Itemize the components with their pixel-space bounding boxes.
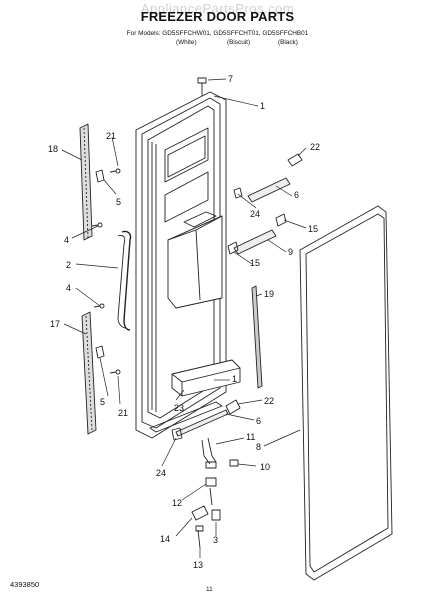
model-list: For Models: GD5SFFCHW01, GD5SFFCHT01, GD… xyxy=(126,30,309,37)
callout-6: 6 xyxy=(294,190,299,200)
page-number: 11 xyxy=(206,586,213,593)
color-variants: (White) (Biscuit) (Black) xyxy=(176,39,336,46)
dispenser-trims xyxy=(171,153,303,441)
screw-part-7 xyxy=(197,77,207,96)
callout-3: 3 xyxy=(213,535,218,545)
callout-1: 1 xyxy=(260,101,265,111)
callout-2: 2 xyxy=(66,260,71,270)
color-white: (White) xyxy=(176,39,197,46)
callout-21-lower: 21 xyxy=(118,408,128,418)
callout-24: 24 xyxy=(250,209,260,219)
document-code: 4393850 xyxy=(10,580,40,589)
bar-part-19 xyxy=(251,285,263,389)
gasket-part-8 xyxy=(299,205,393,581)
callout-14: 14 xyxy=(160,534,170,544)
callout-1-lower: 1 xyxy=(232,374,237,384)
lower-mechanism xyxy=(191,437,239,549)
leader-lines xyxy=(61,78,307,558)
trim-strip-part-18 xyxy=(79,123,93,241)
callout-5-lower: 5 xyxy=(100,397,105,407)
callout-24-lower: 24 xyxy=(156,468,166,478)
color-biscuit: (Biscuit) xyxy=(227,39,251,46)
callout-23: 23 xyxy=(174,403,184,413)
watermark: AppliancePartsPros.com xyxy=(140,1,295,16)
color-black: (Black) xyxy=(278,39,298,46)
door-panel xyxy=(135,91,241,439)
callout-18: 18 xyxy=(48,144,58,154)
callout-5: 5 xyxy=(116,197,121,207)
callout-22: 22 xyxy=(310,142,320,152)
callout-13: 13 xyxy=(193,560,203,570)
callout-8: 8 xyxy=(256,442,261,452)
callout-labels: 7 1 21 18 22 5 6 24 15 4 9 2 15 19 4 17 … xyxy=(48,74,320,570)
callout-11: 11 xyxy=(246,432,255,442)
callout-6-lower: 6 xyxy=(256,416,261,426)
callout-15-lower: 15 xyxy=(250,258,260,268)
callout-22-lower: 22 xyxy=(264,396,274,406)
callout-15: 15 xyxy=(308,224,318,234)
callout-10: 10 xyxy=(260,462,270,472)
callout-4-lower: 4 xyxy=(66,283,71,293)
callout-12: 12 xyxy=(172,498,182,508)
trim-strip-part-17 xyxy=(81,311,97,435)
callout-7: 7 xyxy=(228,74,233,84)
page-title: FREEZER DOOR PARTS xyxy=(140,9,295,24)
callout-4: 4 xyxy=(64,235,69,245)
callout-19: 19 xyxy=(264,289,274,299)
callout-17: 17 xyxy=(50,319,60,329)
callout-9: 9 xyxy=(288,247,293,257)
callout-21: 21 xyxy=(106,131,116,141)
handle-part-2 xyxy=(117,230,132,331)
